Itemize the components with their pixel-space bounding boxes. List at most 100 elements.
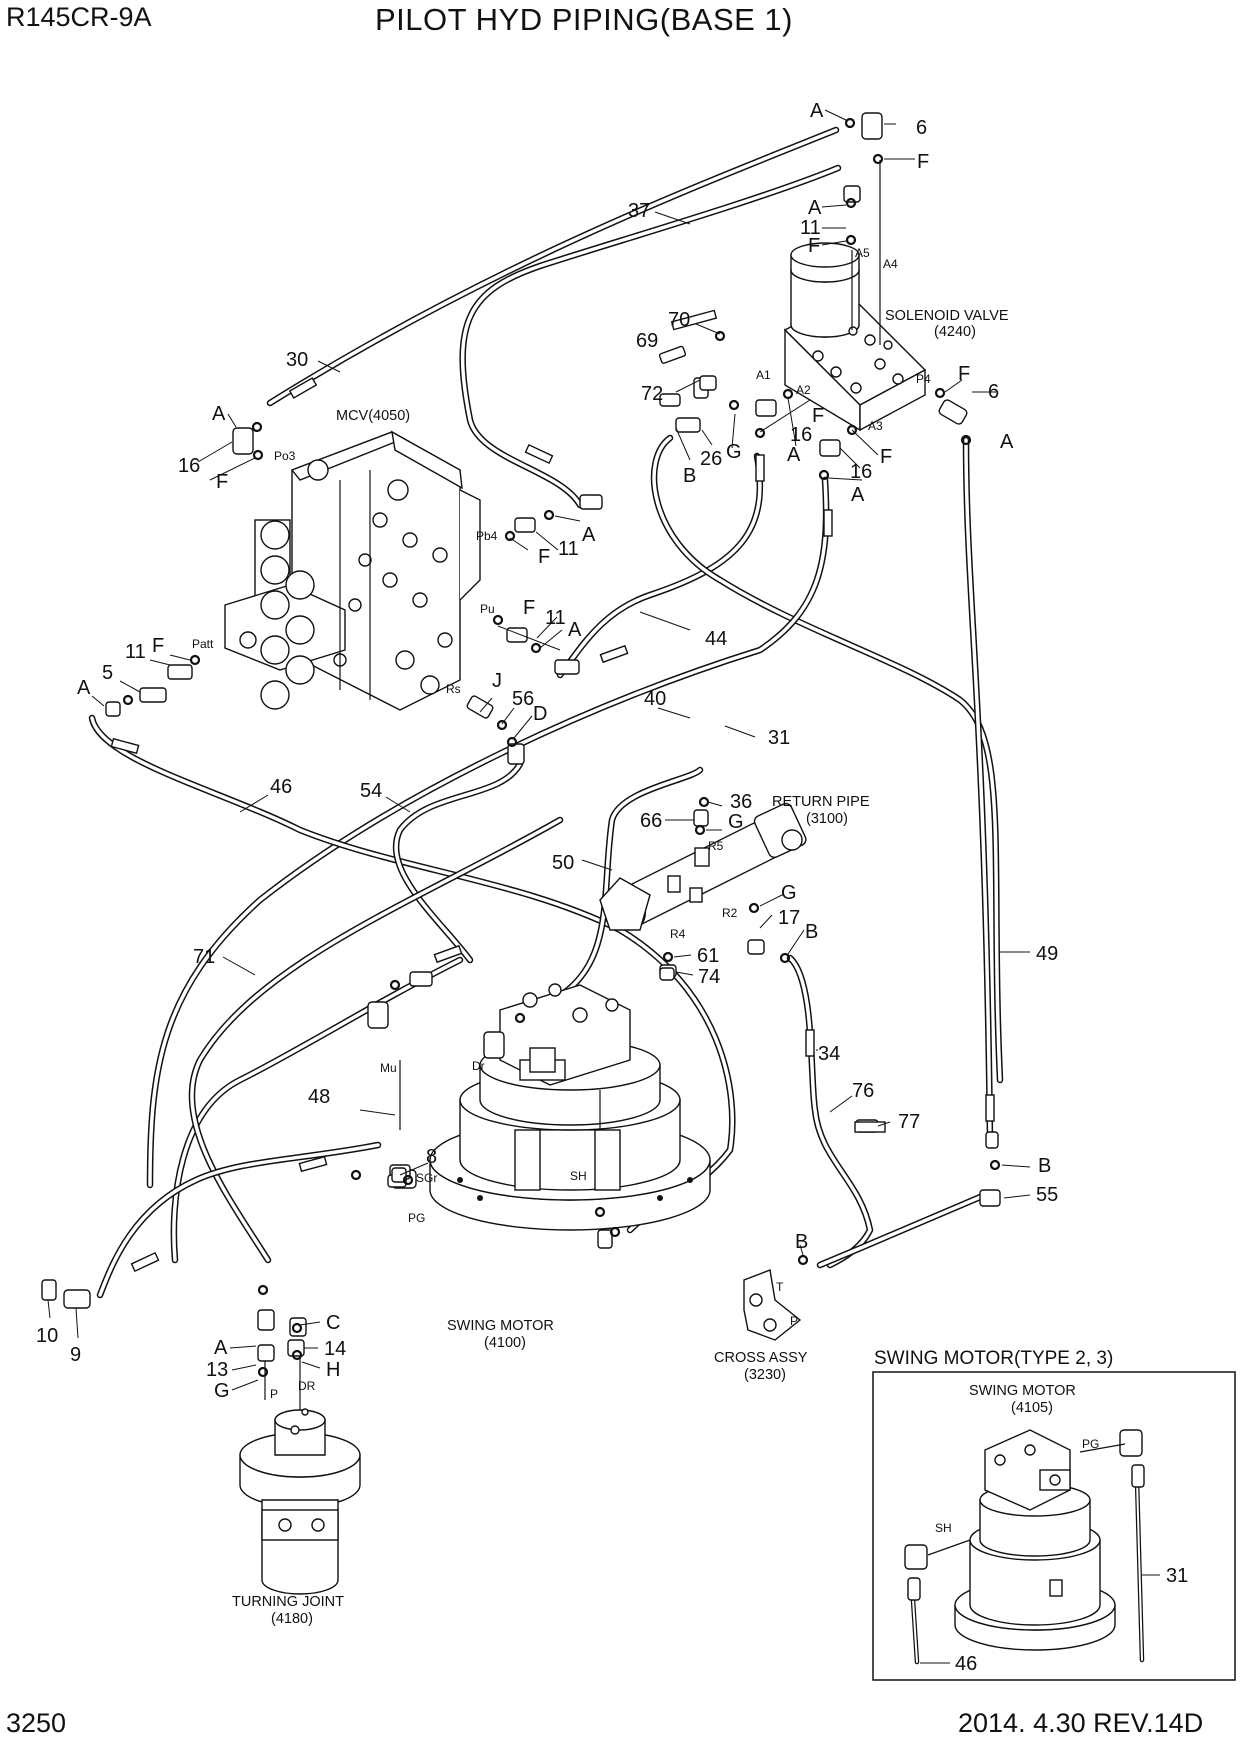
solenoid-valve[interactable] xyxy=(783,160,927,432)
swing-motor-code: (4100) xyxy=(484,1335,526,1351)
callout: 11 xyxy=(800,217,821,239)
callout: 48 xyxy=(308,1086,330,1108)
callout: A xyxy=(568,619,582,641)
pipe-44 xyxy=(556,452,764,679)
port-label: Patt xyxy=(192,637,214,651)
callout: 44 xyxy=(705,628,727,650)
callout: 11 xyxy=(125,641,146,663)
port-label: DR xyxy=(298,1379,316,1393)
port-label: PG xyxy=(408,1211,425,1225)
port-label: A4 xyxy=(883,257,898,271)
callout: A xyxy=(1000,431,1014,453)
callout: 56 xyxy=(512,688,534,710)
callout: 36 xyxy=(730,791,752,813)
callout: 70 xyxy=(668,309,690,331)
callout: 55 xyxy=(1036,1184,1058,1206)
callout: 13 xyxy=(206,1359,228,1381)
callout: H xyxy=(326,1359,340,1381)
inset-motor-code: (4105) xyxy=(1011,1400,1053,1416)
port-label: Mu xyxy=(380,1061,397,1075)
callout: C xyxy=(326,1312,340,1334)
port-label: A1 xyxy=(756,368,771,382)
callout: F xyxy=(812,405,824,427)
turning-joint[interactable] xyxy=(239,1340,361,1595)
turning-joint-label: TURNING JOINT xyxy=(232,1594,344,1610)
callout: F xyxy=(216,471,228,493)
callout: 37 xyxy=(628,200,650,222)
fittings xyxy=(41,112,1001,1362)
port-label: A5 xyxy=(855,246,870,260)
page-number: 3250 xyxy=(6,1708,67,1738)
cross-assy-label: CROSS ASSY xyxy=(714,1350,808,1366)
return-pipe[interactable] xyxy=(599,802,808,932)
revision-date: 2014. 4.30 REV.14D xyxy=(958,1708,1204,1738)
component-captions: MCV(4050) SOLENOID VALVE (4240) RETURN P… xyxy=(232,308,1009,1627)
port-label: R5 xyxy=(708,839,724,853)
callout: 31 xyxy=(768,727,790,749)
callout: J xyxy=(492,670,502,692)
callout: A xyxy=(810,100,824,122)
callout: 46 xyxy=(270,776,292,798)
callout: 14 xyxy=(324,1338,346,1360)
callout: 77 xyxy=(898,1111,920,1133)
inset-callout-31: 31 xyxy=(1166,1565,1188,1587)
inset-callout-46: 46 xyxy=(955,1653,977,1675)
callout: B xyxy=(805,921,818,943)
callout: G xyxy=(781,882,797,904)
callout: 6 xyxy=(916,117,927,139)
callout: 34 xyxy=(818,1043,840,1065)
port-label: T xyxy=(776,1280,784,1294)
callout: F xyxy=(538,546,550,568)
callout: 69 xyxy=(636,330,658,352)
mcv-label: MCV(4050) xyxy=(336,408,410,424)
o-rings xyxy=(122,117,1001,1378)
callout: 16 xyxy=(790,424,812,446)
port-label: P4 xyxy=(916,372,931,386)
port-label: SH xyxy=(570,1169,587,1183)
callout: G xyxy=(214,1380,230,1402)
callout: 5 xyxy=(102,662,113,684)
page-title: PILOT HYD PIPING(BASE 1) xyxy=(375,2,793,37)
callout: 40 xyxy=(644,688,666,710)
callout: G xyxy=(726,441,742,463)
callout: 74 xyxy=(698,966,720,988)
callout: 61 xyxy=(697,945,719,967)
port-label: R2 xyxy=(722,906,738,920)
inset-port-sh: SH xyxy=(935,1521,952,1535)
callout: A xyxy=(787,444,801,466)
port-label: R4 xyxy=(670,927,686,941)
callout: F xyxy=(958,363,970,385)
callout: B xyxy=(795,1231,808,1253)
callout: 16 xyxy=(178,455,200,477)
return-pipe-code: (3100) xyxy=(806,811,848,827)
callout: 26 xyxy=(700,448,722,470)
mcv-block[interactable] xyxy=(224,430,481,711)
turning-joint-code: (4180) xyxy=(271,1611,313,1627)
inset-motor-label: SWING MOTOR xyxy=(969,1383,1076,1399)
return-pipe-label: RETURN PIPE xyxy=(772,794,870,810)
swing-motor[interactable] xyxy=(399,983,711,1231)
pipe-30 xyxy=(266,126,840,407)
callout: 17 xyxy=(778,907,800,929)
callout: 10 xyxy=(36,1325,58,1347)
port-label: A3 xyxy=(868,419,883,433)
callout: 54 xyxy=(360,780,382,802)
model-code: R145CR-9A xyxy=(6,2,152,32)
port-labels: A5 A4 A1 A2 A3 P4 Po3 Pb4 Pu Patt Rs R5 … xyxy=(192,246,931,1401)
inset-swing-motor[interactable]: SWING MOTOR(TYPE 2, 3) SWING MOTOR (4105… xyxy=(872,1348,1236,1681)
callout: 50 xyxy=(552,852,574,874)
callout: 66 xyxy=(640,810,662,832)
pipe-group xyxy=(88,126,1145,1665)
callout: 49 xyxy=(1036,943,1058,965)
port-label: Pb4 xyxy=(476,529,498,543)
port-label: Dr xyxy=(472,1059,485,1073)
cross-assy[interactable] xyxy=(743,1269,802,1341)
callout: 72 xyxy=(641,383,663,405)
callout: 76 xyxy=(852,1080,874,1102)
callout: F xyxy=(880,446,892,468)
port-label: A2 xyxy=(796,383,811,397)
callout: A xyxy=(212,403,226,425)
callout: A xyxy=(851,484,865,506)
callout: F xyxy=(152,635,164,657)
port-label: Rs xyxy=(446,682,461,696)
